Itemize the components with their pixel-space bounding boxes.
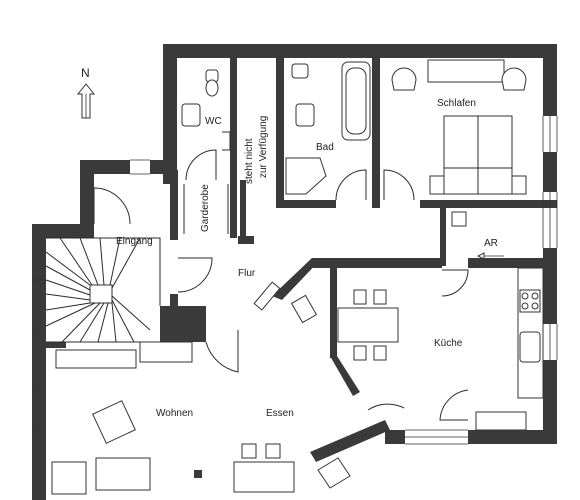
room-label-garderobe: Garderobe	[200, 184, 211, 232]
wall-stair-block	[160, 306, 206, 342]
nightstand-right-icon	[511, 175, 527, 195]
door-entrance	[93, 187, 131, 225]
room-label-kueche: Küche	[434, 338, 463, 349]
ar-shelf-icon	[451, 211, 467, 227]
door-kitchen-bottom	[439, 389, 469, 421]
stair-landing	[89, 284, 113, 304]
room-label-schlafen: Schlafen	[437, 98, 476, 109]
bad-toilet-icon	[291, 63, 309, 79]
dining-chair-icon	[317, 457, 351, 489]
wall-diagonal-flur	[272, 258, 322, 300]
door-wc	[185, 149, 217, 181]
wall-top	[163, 44, 557, 58]
wall-right-lower	[543, 248, 557, 324]
wall-essen-diagonal	[310, 420, 390, 462]
room-label-essen: Essen	[266, 408, 294, 419]
wall-ar-left	[440, 208, 446, 266]
chair-icon	[373, 289, 387, 305]
armchair-left-icon	[391, 67, 417, 91]
wall-bottom-mid	[385, 430, 405, 444]
wall-bad-bottom	[276, 200, 336, 208]
wall-bottom-right	[468, 430, 557, 444]
armchair-right-icon	[501, 67, 527, 91]
dresser-icon	[427, 59, 505, 83]
fixtures	[51, 59, 544, 495]
dining-chair-icon	[265, 443, 281, 459]
wall-kitchen-top	[312, 258, 442, 268]
wall-kitchen-diagonal	[330, 356, 360, 396]
doors	[93, 149, 469, 421]
wall-kitchen-left	[330, 268, 337, 358]
room-label-flur: Flur	[238, 268, 256, 279]
wall-strip-right	[276, 58, 284, 206]
wall-bad-schlafen	[372, 58, 380, 208]
flur-chair-icon	[290, 294, 318, 324]
wall-wc-left	[163, 44, 177, 184]
door-schlafen	[383, 169, 415, 201]
chair-icon	[353, 345, 367, 361]
flur-cabinet-icon	[253, 281, 281, 311]
room-label-wc: WC	[205, 116, 222, 127]
bad-sink-icon	[295, 103, 315, 127]
door-essen	[367, 403, 405, 411]
wall-garderobe-corner	[238, 236, 254, 244]
dining-chair-icon	[241, 443, 257, 459]
sideboard-icon	[139, 341, 193, 363]
armchair-icon	[51, 461, 87, 495]
staircase	[45, 237, 161, 343]
kitchen-table-icon	[337, 307, 399, 343]
door-garderobe	[177, 257, 213, 293]
door-bad	[335, 169, 367, 201]
wc-sink-icon	[181, 103, 201, 127]
nightstand-left-icon	[429, 175, 445, 195]
coffee-table-icon	[95, 457, 151, 491]
wall-schlafen-bottom	[420, 200, 557, 208]
wall-stair-bottom-left	[46, 342, 66, 348]
door-wohnen	[205, 330, 239, 373]
wall-garderobe-right	[240, 180, 246, 242]
wall-right-mid	[543, 152, 557, 192]
room-label-unavailable-line1: steht nicht	[244, 138, 255, 184]
sofa-icon	[55, 349, 137, 369]
compass-label: N	[81, 66, 90, 80]
kitchen-bench-icon	[475, 411, 527, 431]
walls	[32, 44, 557, 500]
room-label-bad: Bad	[316, 142, 334, 153]
room-label-ar: AR	[484, 238, 498, 249]
kitchen-sink-icon	[519, 331, 541, 363]
wall-entrance-left	[80, 160, 94, 224]
dining-table-icon	[233, 461, 295, 493]
room-label-unavailable-line2: zur Verfügung	[258, 116, 269, 178]
wall-kitchen-top-right	[468, 258, 543, 268]
north-arrow-icon	[76, 83, 96, 119]
chair-icon	[373, 345, 387, 361]
column-icon	[194, 470, 202, 478]
wall-stair-top	[32, 224, 94, 238]
room-label-wohnen: Wohnen	[156, 408, 193, 419]
armchair-icon	[92, 400, 136, 444]
chair-icon	[353, 289, 367, 305]
door-kitchen-ar	[441, 269, 469, 297]
wall-right-bottom	[543, 360, 557, 444]
wall-right-top	[543, 44, 557, 116]
shower-icon	[285, 157, 327, 195]
wall-wc-strip	[230, 58, 237, 238]
wall-left	[32, 224, 46, 500]
room-label-eingang: Eingang	[116, 236, 153, 247]
wall-entrance-right-low	[170, 294, 178, 306]
wall-entrance-right	[170, 170, 178, 240]
